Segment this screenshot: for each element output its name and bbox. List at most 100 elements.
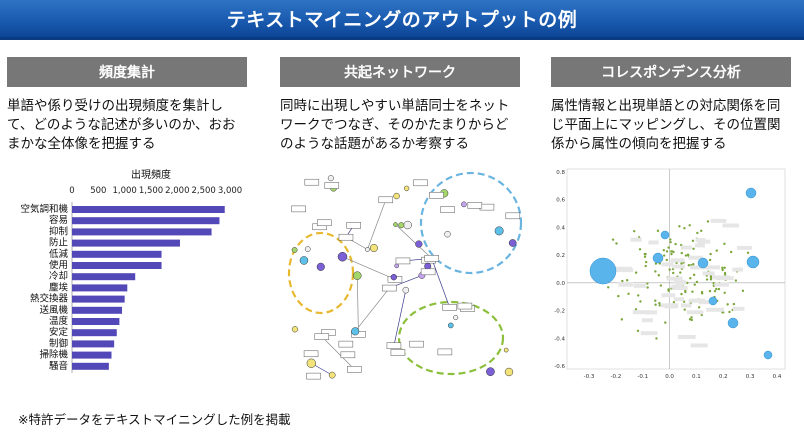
- network-edge: [393, 290, 407, 346]
- network-node: [504, 367, 514, 377]
- network-node: [494, 226, 504, 236]
- word-point: [669, 240, 672, 244]
- word-label-placeholder: [714, 282, 729, 287]
- x-tick-label: 1,000: [112, 186, 136, 196]
- word-point: [723, 291, 726, 294]
- network-node-label-box: [314, 333, 330, 340]
- network-node: [327, 175, 334, 182]
- word-point: [726, 303, 729, 306]
- bar: [72, 306, 123, 314]
- x-tick-label: 0.1: [692, 374, 701, 380]
- word-point: [663, 254, 666, 257]
- network-node: [328, 371, 336, 379]
- word-label-placeholder: [645, 310, 658, 315]
- word-point: [746, 251, 750, 254]
- word-label-placeholder: [666, 276, 683, 281]
- footnote: ※特許データをテキストマイニングした例を掲載: [18, 412, 291, 427]
- word-label-placeholder: [690, 343, 708, 348]
- attribute-bubble: [708, 296, 718, 306]
- bar: [72, 239, 180, 247]
- word-point: [634, 271, 638, 274]
- x-tick-label: -0.3: [584, 374, 595, 380]
- word-point: [741, 289, 745, 293]
- word-label-placeholder: [632, 310, 650, 315]
- network-node-label-box: [429, 192, 444, 199]
- network-node-label-box: [338, 340, 354, 348]
- word-label-placeholder: [698, 300, 715, 305]
- word-point: [680, 292, 683, 296]
- x-tick-label: 0: [69, 186, 74, 196]
- word-label-placeholder: [697, 239, 711, 244]
- category-label: 温度: [49, 315, 69, 327]
- word-point: [688, 224, 691, 227]
- network-node: [453, 314, 459, 321]
- word-label-placeholder: [702, 271, 715, 276]
- y-tick-label: 0.6: [556, 198, 565, 204]
- word-label-placeholder: [615, 266, 632, 271]
- attribute-bubble: [763, 350, 773, 360]
- network-node-label-box: [382, 284, 397, 292]
- word-label-placeholder: [671, 284, 683, 289]
- x-tick-label: 0.2: [719, 374, 728, 380]
- network-node: [393, 192, 400, 200]
- word-label-placeholder: [630, 237, 642, 242]
- word-label-placeholder: [722, 223, 739, 228]
- category-label: 送風機: [39, 304, 68, 316]
- word-point: [721, 268, 724, 272]
- bar: [72, 262, 162, 269]
- word-point: [672, 250, 675, 254]
- word-label-placeholder: [677, 334, 696, 339]
- word-point: [670, 252, 673, 256]
- network-edge: [395, 224, 432, 259]
- word-point: [680, 262, 683, 265]
- bar: [72, 217, 220, 225]
- word-point: [684, 254, 688, 257]
- network-node-label-box: [340, 351, 356, 359]
- network-node-label-box: [378, 196, 394, 204]
- network-node-label-box: [346, 222, 361, 229]
- cluster-outline-blue: [419, 171, 523, 275]
- banner-title: テキストマイニングのアウトプットの例: [226, 9, 578, 31]
- network-node-label-box: [338, 233, 354, 241]
- word-point: [636, 329, 640, 333]
- word-point: [690, 316, 693, 319]
- network-node-label-box: [304, 178, 320, 186]
- word-point: [721, 266, 724, 270]
- word-label-placeholder: [672, 264, 686, 269]
- word-point: [643, 255, 647, 258]
- word-point: [637, 294, 640, 297]
- word-point: [680, 251, 683, 255]
- x-tick-label: 500: [90, 186, 106, 196]
- word-point: [620, 318, 624, 321]
- category-label: 冷却: [49, 270, 68, 282]
- title-banner: テキストマイニングのアウトプットの例: [0, 0, 804, 40]
- word-label-placeholder: [688, 255, 703, 260]
- network-node-label-box: [409, 340, 424, 348]
- category-label: 掃除機: [39, 349, 68, 361]
- cluster-outline-green: [397, 300, 505, 376]
- word-label-placeholder: [673, 297, 684, 302]
- y-tick-label: -0.2: [554, 309, 565, 315]
- word-point: [658, 304, 661, 307]
- word-point: [654, 299, 657, 302]
- category-label: 熱交換器: [30, 293, 69, 305]
- word-point: [688, 318, 692, 321]
- network-node: [337, 251, 348, 262]
- word-point: [687, 264, 691, 267]
- word-point: [689, 277, 692, 280]
- word-point: [700, 229, 703, 233]
- word-point: [664, 321, 667, 324]
- bar: [72, 362, 109, 370]
- attribute-bubble: [746, 255, 760, 269]
- network-node: [291, 247, 298, 253]
- attribute-bubble: [697, 257, 709, 269]
- bar: [72, 340, 115, 348]
- network-node: [402, 286, 410, 294]
- word-point: [679, 271, 682, 274]
- word-point: [696, 231, 699, 235]
- network-node: [291, 326, 299, 333]
- network-node-label-box: [467, 202, 483, 209]
- word-label-placeholder: [664, 304, 678, 309]
- frequency-heading: 頻度集計: [7, 57, 247, 87]
